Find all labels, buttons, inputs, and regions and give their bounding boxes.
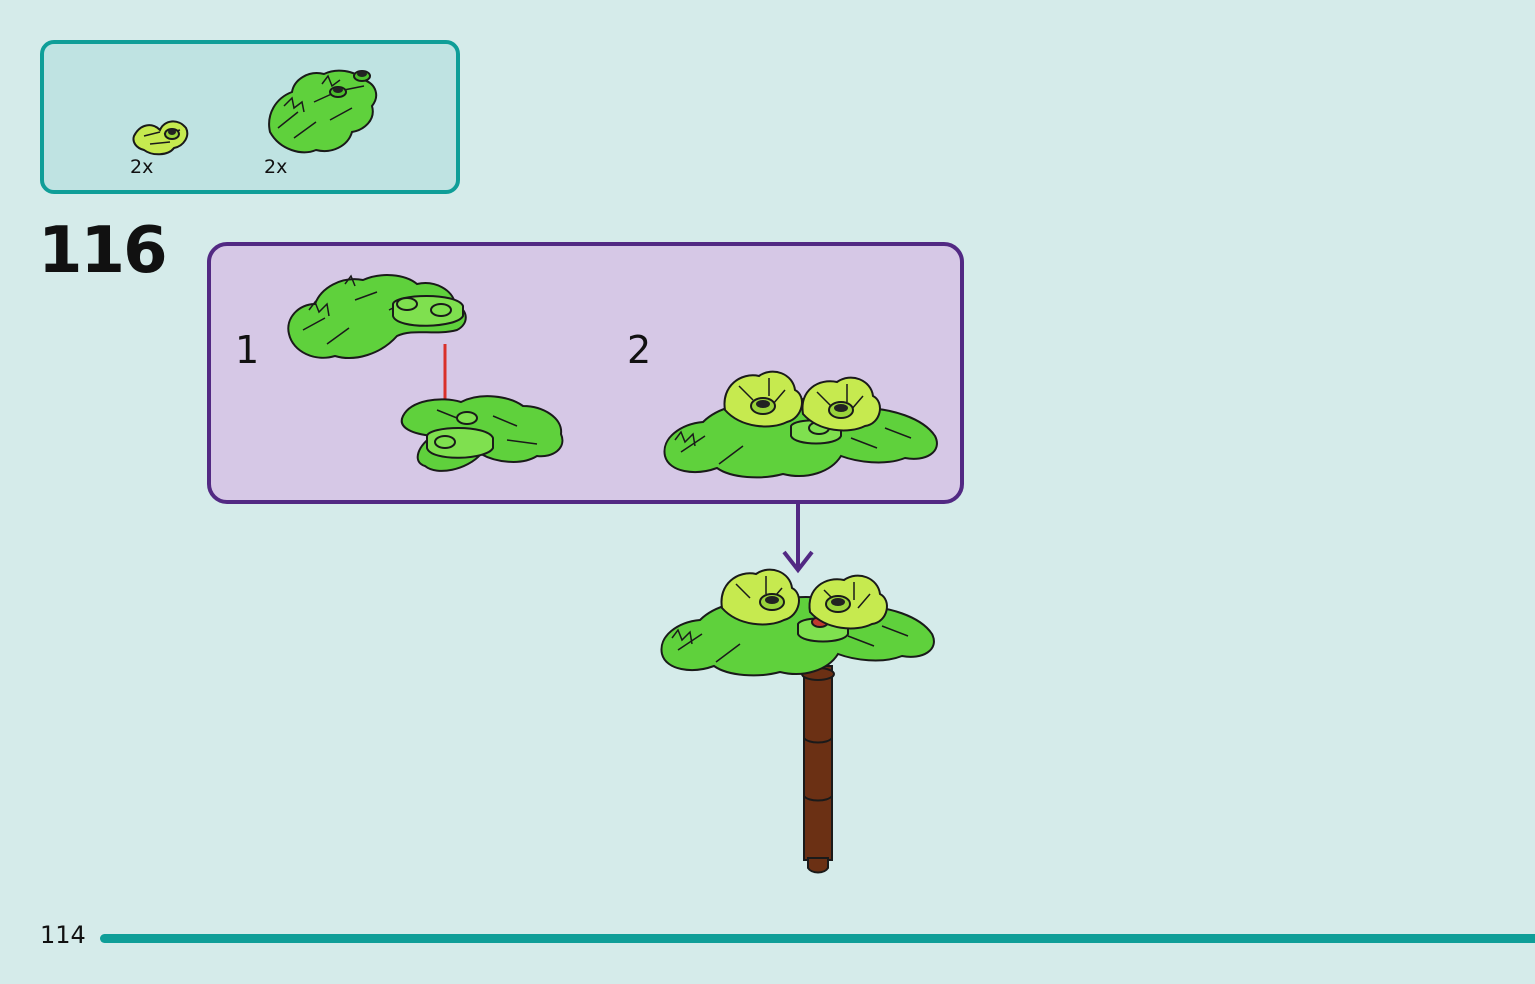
palm-tree-assembly-icon	[660, 568, 935, 874]
substep-1-label: 1	[235, 328, 260, 372]
small-leaf-plant-icon	[132, 120, 189, 156]
combined-canopy-icon	[663, 370, 938, 479]
parts-list-box: 2x 2x	[40, 40, 460, 194]
footer-divider	[100, 934, 1535, 943]
large-plant-quantity: 2x	[264, 156, 288, 178]
leaf-piece-bottom-icon	[400, 395, 564, 472]
step-number: 116	[38, 214, 168, 288]
substep-2-label: 2	[627, 328, 652, 372]
substeps-box: 1 2	[207, 242, 964, 504]
purple-down-arrow-icon	[782, 504, 814, 574]
large-leaf-plant-icon	[268, 69, 378, 154]
leaf-piece-top-icon	[287, 274, 467, 359]
page-number: 114	[40, 921, 86, 949]
small-plant-quantity: 2x	[130, 156, 154, 178]
